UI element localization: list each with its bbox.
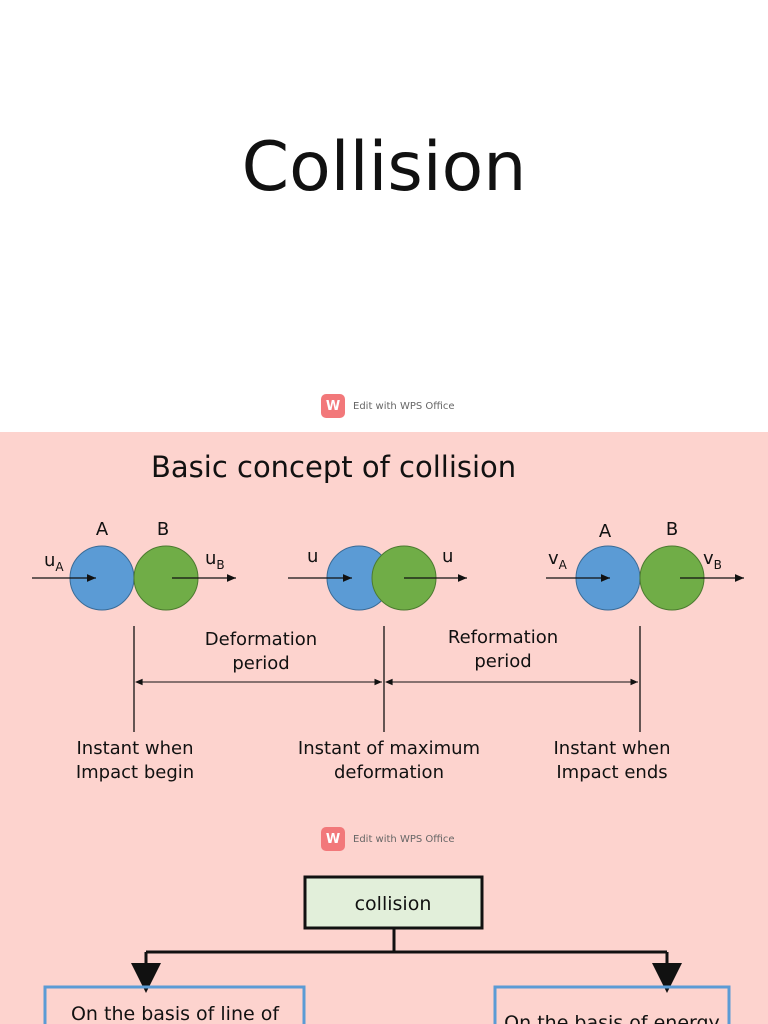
- velocity-label: uA: [44, 550, 64, 574]
- tree-child-label: On the basis of energy: [504, 1012, 720, 1024]
- tree-child-box: [43, 985, 306, 1024]
- period-label: period: [474, 651, 531, 672]
- velocity-label: vA: [548, 548, 568, 572]
- period-label: Deformation: [205, 629, 317, 650]
- velocity-label: uB: [205, 548, 225, 572]
- instant-label: deformation: [334, 762, 444, 783]
- slide-title: Collision: [241, 128, 527, 207]
- slide-heading: Basic concept of collision: [151, 450, 517, 484]
- ball-group-2: u u: [288, 545, 467, 611]
- tree-root-label: collision: [355, 893, 432, 915]
- ball-group-3: A B vA vB: [546, 519, 744, 611]
- collision-diagram: A B uA uB u u A B vA vB: [32, 519, 744, 1024]
- tree-child-box: [493, 985, 731, 1024]
- wps-watermark-text: Edit with WPS Office: [353, 833, 455, 845]
- period-label: Reformation: [448, 627, 558, 648]
- wps-watermark-text: Edit with WPS Office: [353, 400, 455, 412]
- instant-label: Instant when: [77, 738, 194, 759]
- velocity-label: u: [307, 546, 318, 567]
- wps-logo-icon: W: [321, 827, 345, 851]
- wps-watermark: W Edit with WPS Office: [321, 394, 455, 418]
- wps-logo-icon: W: [321, 394, 345, 418]
- ball-group-1: A B uA uB: [32, 519, 236, 611]
- title-slide: Collision W Edit with WPS Office: [0, 0, 768, 432]
- ball-b-label: B: [666, 519, 678, 540]
- instant-label: Instant of maximum: [298, 738, 480, 759]
- tree-root-box: [303, 875, 484, 930]
- velocity-label: vB: [703, 548, 722, 572]
- ball-b-label: B: [157, 519, 169, 540]
- instant-label: Impact begin: [76, 762, 194, 783]
- wps-watermark: W Edit with WPS Office: [321, 827, 455, 851]
- tree-child-label: On the basis of line of: [71, 1003, 280, 1024]
- concept-slide: Basic concept of collision A B uA uB: [0, 432, 768, 1024]
- instant-label: Instant when: [554, 738, 671, 759]
- period-label: period: [232, 653, 289, 674]
- ball-a-label: A: [599, 521, 612, 542]
- ball-a-label: A: [96, 519, 109, 540]
- velocity-label: u: [442, 546, 453, 567]
- instant-label: Impact ends: [556, 762, 667, 783]
